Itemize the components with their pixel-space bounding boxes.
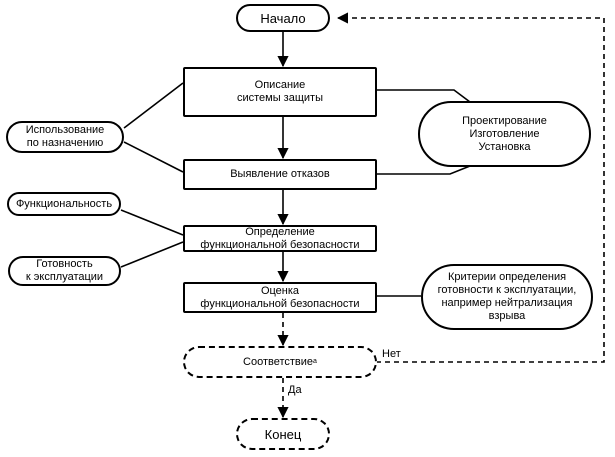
assess-functional-safety-node: Оценка функциональной безопасности <box>183 282 377 313</box>
start-node: Начало <box>236 4 330 32</box>
end-node: Конец <box>236 418 330 450</box>
design-manufacture-install-node: Проектирование Изготовление Установка <box>418 101 591 167</box>
line-design-to-failures <box>377 165 471 175</box>
line-usage-to-describe <box>123 82 184 129</box>
readiness-criteria-node: Критерии определения готовности к эксплу… <box>421 264 593 330</box>
functionality-node: Функциональность <box>7 192 121 216</box>
define-functional-safety-node: Определение функциональной безопасности <box>183 225 377 252</box>
line-describe-to-design <box>377 89 471 103</box>
no-label: Нет <box>382 348 401 360</box>
line-usage-to-failures <box>123 141 184 173</box>
describe-protection-node: Описание системы защиты <box>183 67 377 117</box>
yes-label: Да <box>288 384 302 396</box>
intended-use-node: Использование по назначению <box>6 121 124 153</box>
line-functionality-to-define <box>120 209 184 236</box>
failure-detection-node: Выявление отказов <box>183 159 377 190</box>
arrow-no-feedback <box>336 12 605 363</box>
line-readiness-to-define <box>120 241 184 268</box>
readiness-node: Готовность к эксплуатации <box>8 256 121 286</box>
compliance-label: Соответствие <box>243 355 314 368</box>
